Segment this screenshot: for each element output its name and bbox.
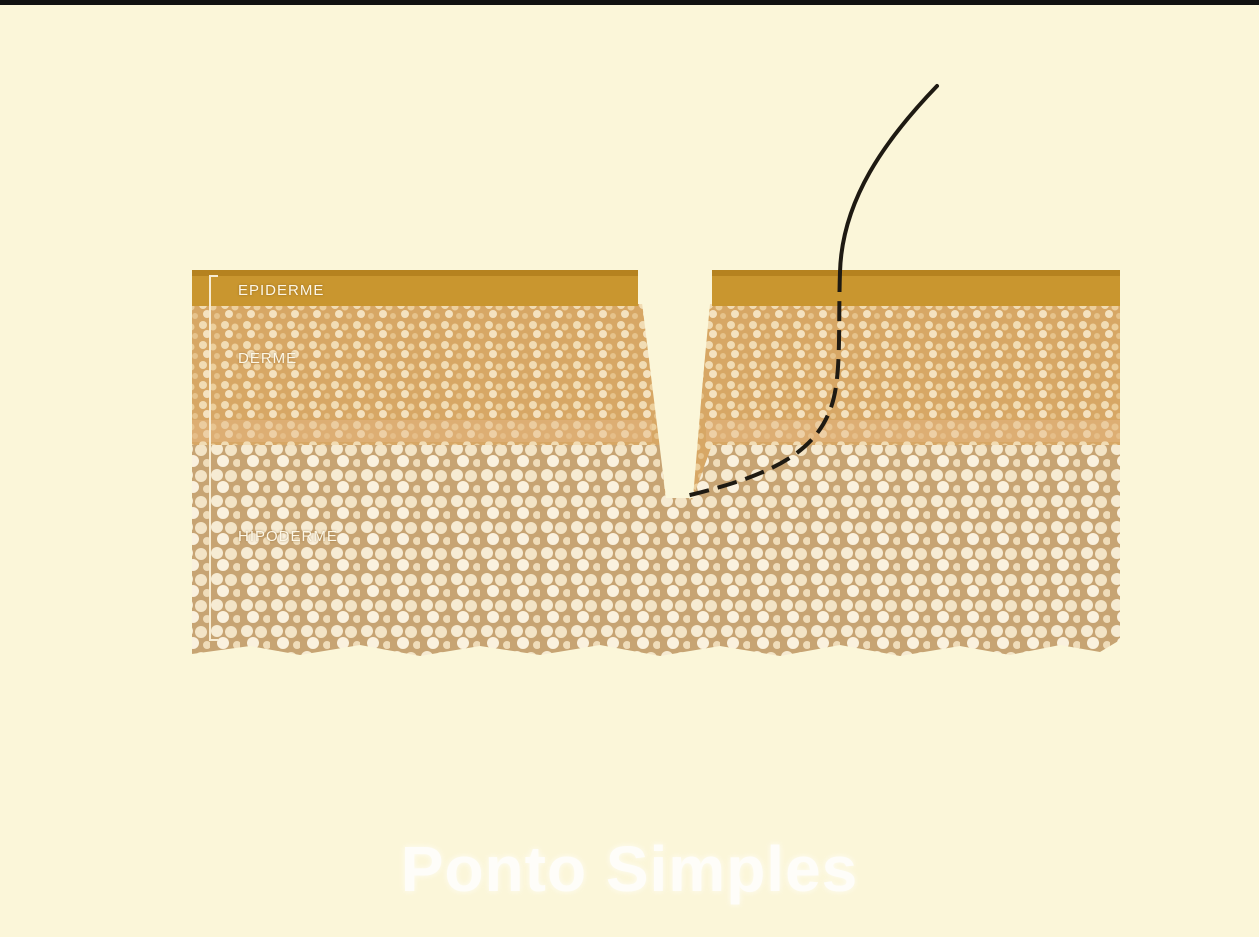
dermis-label: DERME [238, 350, 297, 367]
hypodermis-layer [192, 440, 1120, 656]
hypodermis-label: HIPODERME [238, 528, 338, 545]
diagram-caption: Ponto Simples [0, 832, 1259, 906]
suture-thread-outside [840, 86, 937, 272]
epidermis-label: EPIDERME [238, 282, 324, 299]
